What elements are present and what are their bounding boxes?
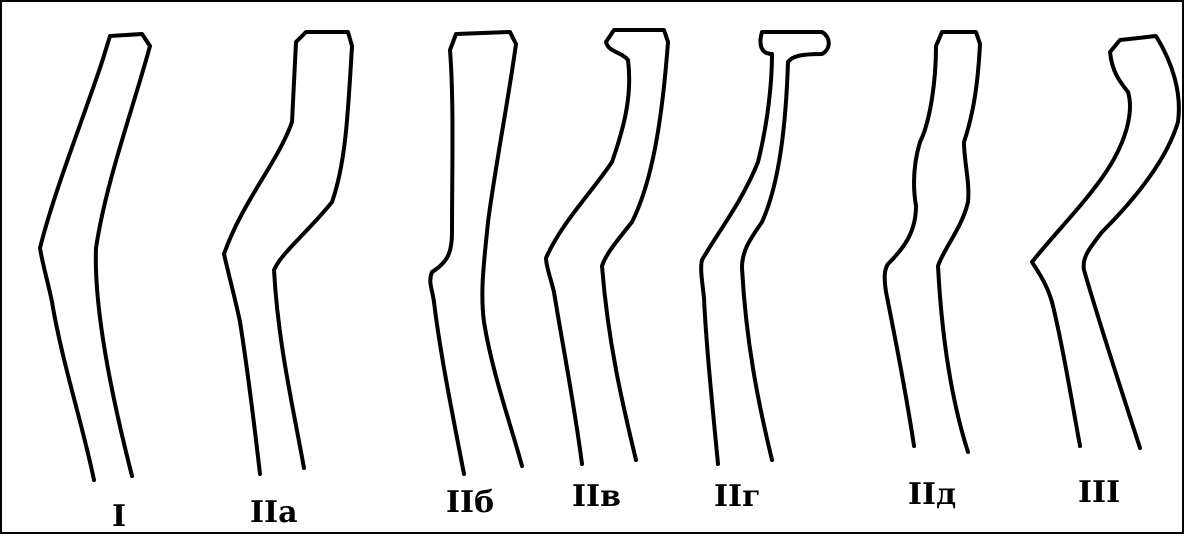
wavy-tube-icon: [885, 32, 980, 452]
variant-iii: III: [1032, 36, 1179, 510]
bent-tube-icon: [224, 32, 352, 474]
variant-iiv: IIв: [546, 30, 668, 514]
variant-label-iig: IIг: [714, 479, 760, 514]
variant-iig: IIг: [701, 32, 829, 514]
variant-i: I: [40, 34, 150, 534]
variant-label-iiv: IIв: [572, 479, 621, 514]
variant-label-i: I: [112, 499, 126, 534]
wide-top-tube-icon: [430, 32, 522, 474]
variant-iid: IIд: [885, 32, 980, 512]
variant-label-iib: IIб: [446, 485, 494, 520]
capped-top-tube-icon: [701, 32, 829, 464]
variant-iib: IIб: [430, 32, 522, 520]
variant-label-iia: IIa: [250, 495, 298, 530]
hooked-top-tube-icon: [546, 30, 668, 464]
straight-bent-tube-icon: [40, 34, 150, 480]
curved-hook-tube-icon: [1032, 36, 1179, 448]
variant-label-iid: IIд: [908, 477, 956, 512]
variant-iia: IIa: [224, 32, 352, 530]
variant-label-iii: III: [1078, 475, 1120, 510]
